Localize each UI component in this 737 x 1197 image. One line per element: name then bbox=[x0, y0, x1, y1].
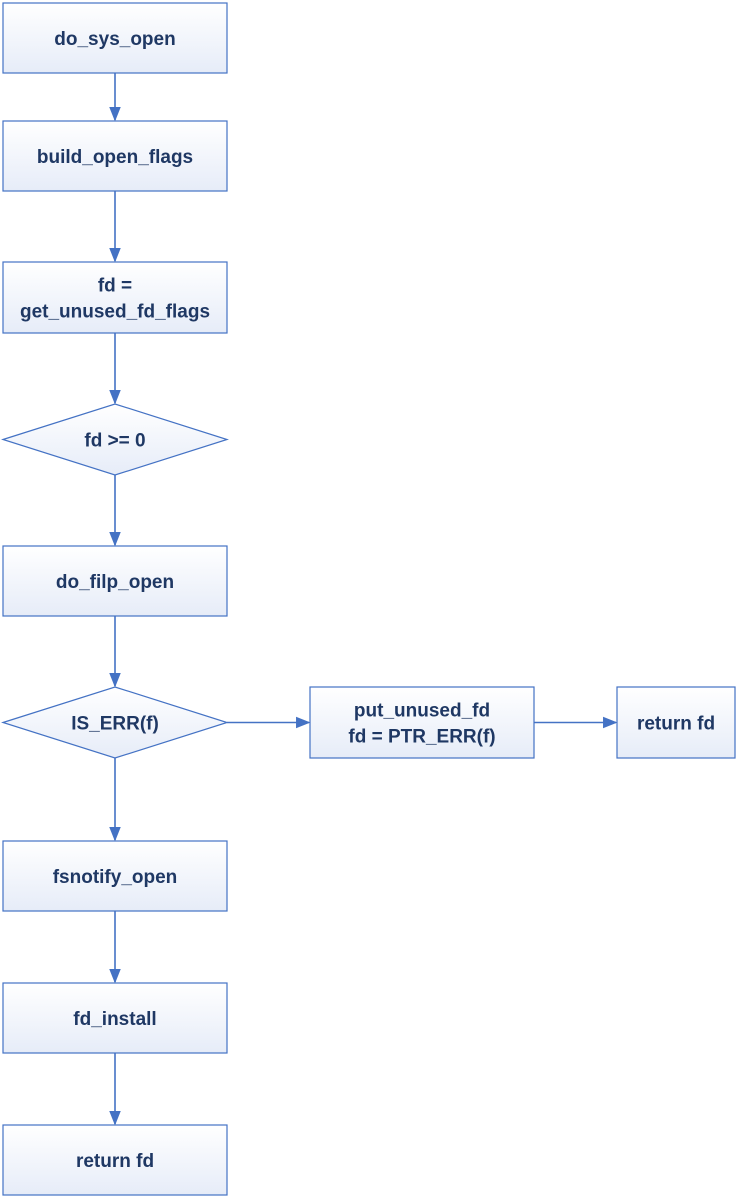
node-fd-install: fd_install bbox=[2, 982, 228, 1054]
node-label: return fd bbox=[76, 1151, 154, 1172]
node-do-sys-open: do_sys_open bbox=[2, 2, 228, 74]
process-box bbox=[2, 545, 228, 617]
node-label: return fd bbox=[637, 714, 715, 735]
node-is-err: IS_ERR(f) bbox=[1, 686, 229, 759]
process-box bbox=[2, 840, 228, 912]
process-box bbox=[2, 2, 228, 74]
node-label: IS_ERR(f) bbox=[71, 714, 159, 735]
node-label: fd >= 0 bbox=[84, 431, 145, 452]
node-fsnotify-open: fsnotify_open bbox=[2, 840, 228, 912]
process-box bbox=[616, 686, 736, 759]
node-fd-check: fd >= 0 bbox=[1, 403, 229, 476]
node-return-fd: return fd bbox=[2, 1124, 228, 1196]
node-label: fd = PTR_ERR(f) bbox=[348, 727, 495, 748]
node-label: build_open_flags bbox=[37, 147, 193, 168]
node-build-open-flags: build_open_flags bbox=[2, 120, 228, 192]
decision-diamond bbox=[1, 686, 229, 759]
node-get-unused-fd-flags: fd = get_unused_fd_flags bbox=[2, 261, 228, 334]
edges-layer bbox=[109, 73, 618, 1126]
node-label: fd = bbox=[98, 276, 132, 297]
decision-diamond bbox=[1, 403, 229, 476]
node-label: do_filp_open bbox=[56, 572, 174, 593]
node-label: fsnotify_open bbox=[53, 867, 178, 888]
node-return-fd-error: return fd bbox=[616, 686, 736, 759]
process-box bbox=[2, 1124, 228, 1196]
process-box bbox=[2, 982, 228, 1054]
node-label: put_unused_fd bbox=[354, 701, 490, 722]
process-box bbox=[309, 686, 535, 759]
node-label: get_unused_fd_flags bbox=[20, 302, 210, 323]
process-box bbox=[2, 261, 228, 334]
node-do-filp-open: do_filp_open bbox=[2, 545, 228, 617]
process-box bbox=[2, 120, 228, 192]
node-label: fd_install bbox=[73, 1009, 156, 1030]
node-label: do_sys_open bbox=[54, 29, 175, 50]
